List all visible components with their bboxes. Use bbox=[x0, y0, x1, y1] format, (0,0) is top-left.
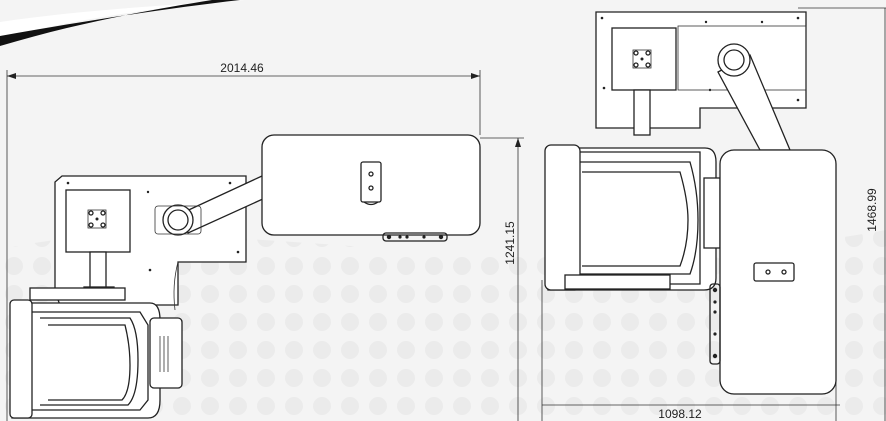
vesa-holes bbox=[87, 209, 107, 229]
right-view: 1468.99 1098.12 bbox=[541, 7, 886, 421]
left-width-label: 2014.46 bbox=[220, 61, 264, 75]
right-keyboard-tray bbox=[719, 149, 837, 395]
left-monitor-stem bbox=[89, 251, 107, 291]
dimension-arrow bbox=[7, 73, 16, 79]
tray-bracket bbox=[753, 262, 795, 282]
right-monitor-stem bbox=[633, 89, 651, 136]
left-height-label: 1241.15 bbox=[503, 221, 517, 265]
right-monitor-mount bbox=[611, 27, 677, 91]
tray-mount-rail bbox=[382, 232, 448, 242]
left-seat bbox=[9, 287, 183, 419]
seat-side-bolster bbox=[544, 144, 581, 291]
left-monitor-mount bbox=[65, 189, 131, 253]
dimension-arrow bbox=[471, 73, 480, 79]
base-curve bbox=[173, 261, 179, 311]
seat-rail bbox=[29, 287, 126, 301]
right-arm-pivot bbox=[717, 43, 751, 77]
seat-side-panel bbox=[703, 177, 721, 249]
right-height-label: 1468.99 bbox=[865, 188, 879, 232]
swoosh-highlight bbox=[0, 0, 245, 38]
left-view: 2014.46 1241.15 bbox=[6, 61, 524, 421]
pivot-housing bbox=[154, 205, 202, 235]
right-width-label: 1098.12 bbox=[658, 407, 702, 421]
tray-mount-rail bbox=[709, 283, 721, 365]
seat-side-panel bbox=[149, 317, 183, 389]
tray-bracket bbox=[360, 161, 382, 203]
seat-side-bolster bbox=[9, 299, 33, 419]
right-seat bbox=[544, 144, 721, 291]
dimension-arrow bbox=[515, 138, 521, 147]
seat-rail bbox=[564, 274, 671, 290]
left-keyboard-tray bbox=[261, 134, 481, 236]
